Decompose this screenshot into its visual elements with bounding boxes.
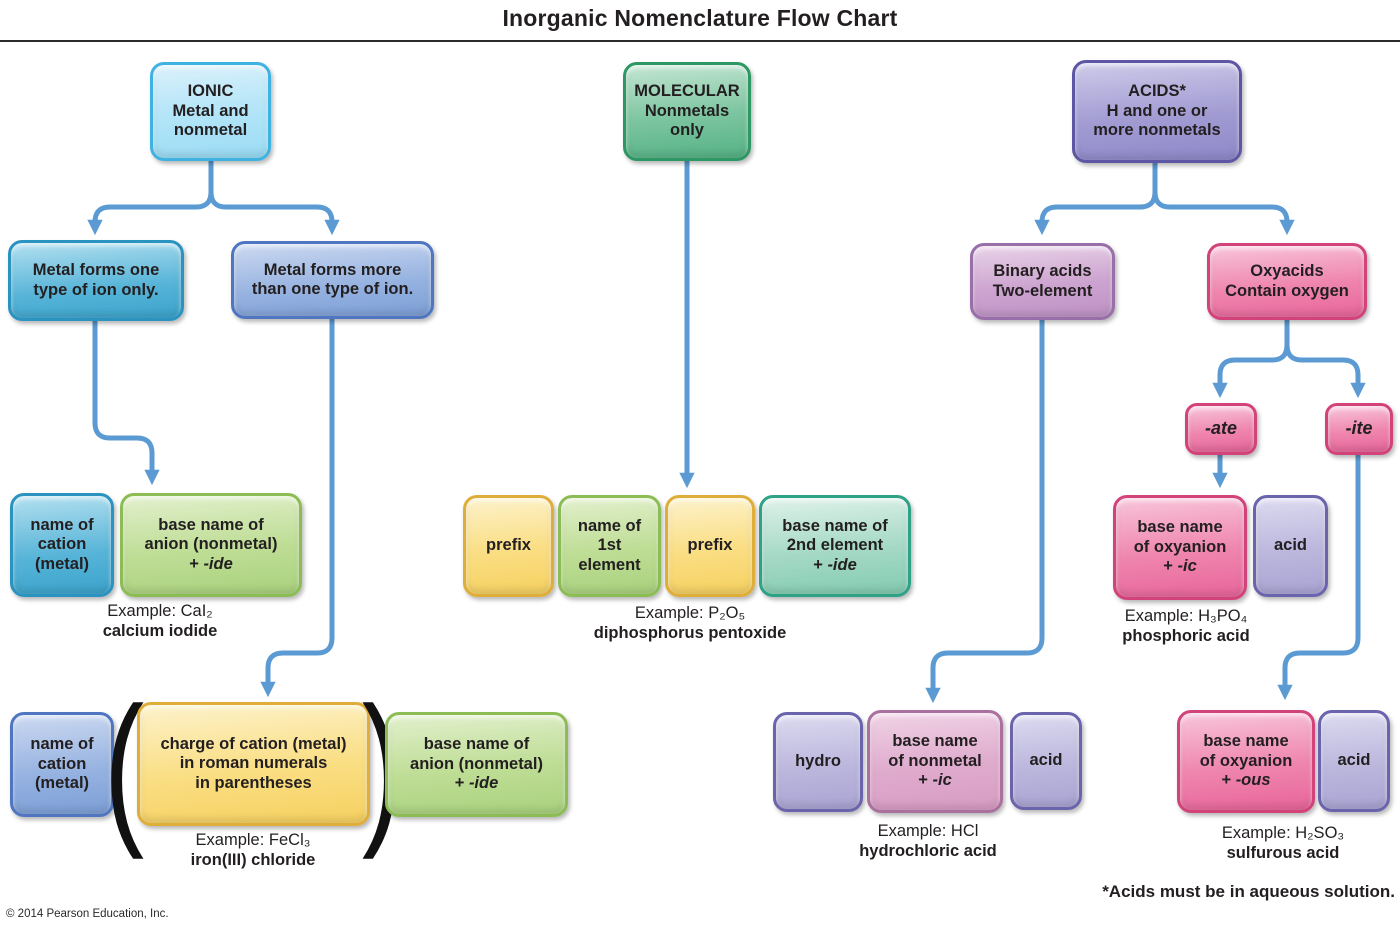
arrow-oxyacids-to-ate — [1212, 319, 1290, 399]
node-base-name-anion-bottom: base name of anion (nonmetal) + -ide — [385, 712, 568, 817]
node-molecular: MOLECULAR Nonmetals only — [623, 62, 751, 161]
node-base-name-oxyanion-ous: base name of oxyanion + -ous — [1177, 710, 1315, 813]
arrow-ionic-to-metal-one — [87, 161, 214, 236]
example-hydrochloric-acid: Example: HCl hydrochloric acid — [859, 822, 997, 860]
left-parenthesis: ( — [103, 672, 145, 860]
node-hydro: hydro — [773, 712, 863, 812]
node-base-name-oxyanion-ic: base name of oxyanion + -ic — [1113, 495, 1247, 600]
node-ite-suffix: -ite — [1325, 403, 1393, 455]
copyright-notice: © 2014 Pearson Education, Inc. — [6, 908, 169, 920]
example-diphosphorus-pentoxide: Example: P₂O₅ diphosphorus pentoxide — [593, 604, 787, 642]
node-prefix-1: prefix — [463, 495, 554, 597]
example-calcium-iodide: Example: CaI₂ calcium iodide — [102, 602, 218, 640]
node-charge-of-cation: charge of cation (metal) in roman numera… — [137, 702, 370, 826]
node-metal-more-types: Metal forms more than one type of ion. — [231, 241, 434, 319]
arrow-binary-to-hydro-row — [925, 320, 1045, 704]
arrow-acids-to-oxyacids — [1152, 162, 1295, 236]
node-base-name-nonmetal-ic: base name of nonmetal + -ic — [867, 710, 1003, 813]
page-title: Inorganic Nomenclature Flow Chart — [502, 5, 898, 31]
node-acid-word-2: acid — [1010, 712, 1082, 810]
node-ionic: IONIC Metal and nonmetal — [150, 62, 271, 161]
example-phosphoric-acid: Example: H₃PO₄ phosphoric acid — [1122, 607, 1250, 645]
node-name-of-cation-top: name of cation (metal) — [10, 493, 114, 597]
arrow-oxyacids-to-ite — [1284, 319, 1366, 399]
example-sulfurous-acid: Example: H₂SO₃ sulfurous acid — [1221, 824, 1345, 862]
node-binary-acids: Binary acids Two-element — [970, 243, 1115, 320]
node-base-name-anion-top: base name of anion (nonmetal) + -ide — [120, 493, 302, 597]
arrow-acids-to-binary — [1034, 162, 1158, 236]
node-ate-suffix: -ate — [1185, 403, 1257, 455]
node-oxyacids: Oxyacids Contain oxygen — [1207, 243, 1367, 320]
node-name-of-cation-bottom: name of cation (metal) — [10, 712, 114, 817]
arrow-ionic-to-metal-more — [208, 161, 340, 236]
node-acids: ACIDS* H and one or more nonmetals — [1072, 60, 1242, 163]
example-iron-chloride: Example: FeCl₃ iron(III) chloride — [190, 831, 316, 869]
node-metal-one-type: Metal forms one type of ion only. — [8, 240, 184, 321]
acids-footnote: *Acids must be in aqueous solution. — [1102, 882, 1395, 901]
node-acid-word-3: acid — [1318, 710, 1390, 812]
title-divider — [0, 40, 1400, 42]
node-prefix-2: prefix — [665, 495, 755, 597]
node-name-1st-element: name of 1st element — [558, 495, 661, 597]
node-acid-word-1: acid — [1253, 495, 1328, 597]
arrow-metal-one-to-name-row — [92, 321, 160, 486]
node-base-name-2nd-element: base name of 2nd element + -ide — [759, 495, 911, 597]
